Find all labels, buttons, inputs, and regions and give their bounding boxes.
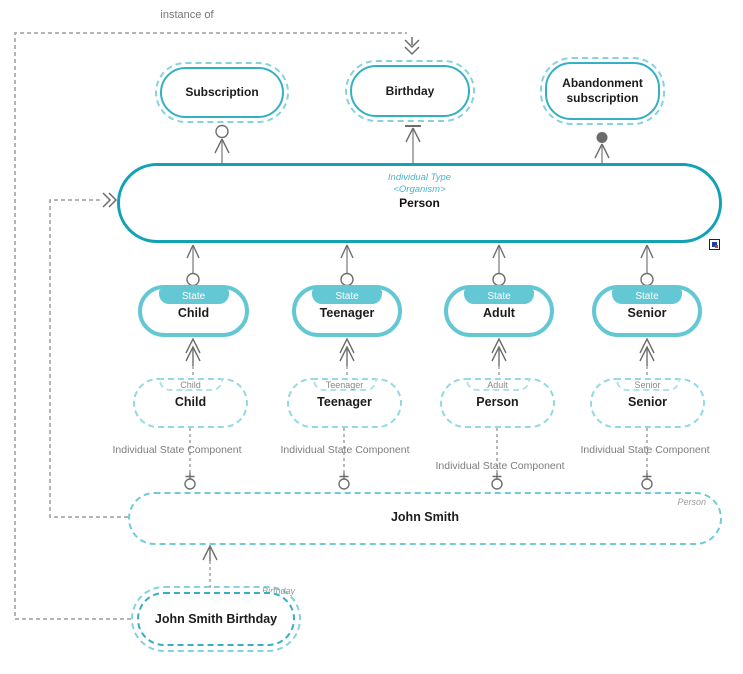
arrowhead-double-chevron-down-icon — [404, 37, 420, 56]
component-teenager-label: Teenager — [317, 395, 372, 409]
state-child[interactable]: State Child — [138, 285, 249, 337]
state-child-badge: State — [158, 289, 229, 304]
component-teenager-caption: Individual State Component — [280, 444, 410, 456]
connector-components-johnsmith — [184, 428, 653, 490]
state-senior-label: Senior — [627, 306, 667, 320]
component-senior-tab — [615, 378, 680, 391]
john-smith-birthday-label: John Smith Birthday — [137, 592, 295, 646]
arrowhead-double-chevron-right-icon — [102, 192, 118, 208]
state-adult-badge: State — [464, 289, 534, 304]
component-child-caption: Individual State Component — [112, 444, 242, 456]
john-smith-type-tag: Person — [677, 497, 706, 507]
component-teenager-tab — [312, 378, 377, 391]
state-teenager[interactable]: State Teenager — [292, 285, 402, 337]
state-adult[interactable]: State Adult — [444, 285, 554, 337]
state-child-label: Child — [177, 306, 210, 320]
connector-states-person — [186, 244, 654, 287]
class-abandonment-subscription[interactable]: Abandonment subscription — [540, 57, 665, 125]
state-senior-badge: State — [612, 289, 682, 304]
component-teenager-tag: Teenager — [325, 380, 364, 390]
john-smith-label: John Smith — [390, 510, 460, 524]
composite-marker-icon — [709, 239, 720, 250]
connector-person-abandonment — [594, 132, 610, 163]
person-stereotype-label: <Organism> — [393, 184, 446, 195]
instance-john-smith[interactable]: Person John Smith — [128, 492, 722, 545]
composite-marker-red-square — [715, 245, 718, 248]
component-child-label: Child — [174, 395, 207, 409]
instance-john-smith-birthday[interactable]: Birthday John Smith Birthday — [131, 586, 301, 652]
state-senior[interactable]: State Senior — [592, 285, 702, 337]
component-adult-tab — [465, 378, 530, 391]
instance-of-label: instance of — [160, 9, 214, 21]
state-teenager-badge: State — [312, 289, 382, 304]
component-senior-caption: Individual State Component — [580, 444, 710, 456]
john-smith-birthday-type-tag: Birthday — [261, 586, 295, 596]
component-adult[interactable]: Adult Person — [440, 378, 555, 428]
component-adult-label: Person — [476, 395, 519, 409]
connector-components-states — [185, 337, 655, 377]
connector-instanceof-birthday — [14, 32, 407, 620]
component-adult-tag: Adult — [487, 380, 508, 390]
class-birthday[interactable]: Birthday — [345, 60, 475, 122]
connector-person-birthday — [405, 125, 421, 163]
connector-birthdayevent-johnsmith — [202, 544, 218, 588]
component-child[interactable]: Child Child — [133, 378, 248, 428]
component-adult-caption: Individual State Component — [435, 460, 565, 472]
connector-person-subscription — [214, 124, 230, 163]
component-senior-label: Senior — [628, 395, 667, 409]
state-teenager-label: Teenager — [319, 306, 375, 320]
state-adult-label: Adult — [483, 306, 515, 320]
class-subscription-label: Subscription — [160, 67, 284, 118]
class-person[interactable]: Individual Type <Organism> Person — [117, 163, 722, 243]
person-name-label: Person — [399, 196, 440, 210]
composite-marker-blue-square — [712, 242, 717, 247]
person-category-label: Individual Type — [387, 172, 452, 183]
component-child-tab — [158, 378, 223, 391]
class-abandonment-label: Abandonment subscription — [545, 62, 660, 120]
class-subscription[interactable]: Subscription — [155, 62, 289, 123]
class-birthday-label: Birthday — [350, 65, 470, 117]
connector-instanceof-person — [49, 199, 128, 518]
component-child-tag: Child — [180, 380, 201, 390]
component-senior-tag: Senior — [634, 380, 661, 390]
component-senior[interactable]: Senior Senior — [590, 378, 705, 428]
component-teenager[interactable]: Teenager Teenager — [287, 378, 402, 428]
